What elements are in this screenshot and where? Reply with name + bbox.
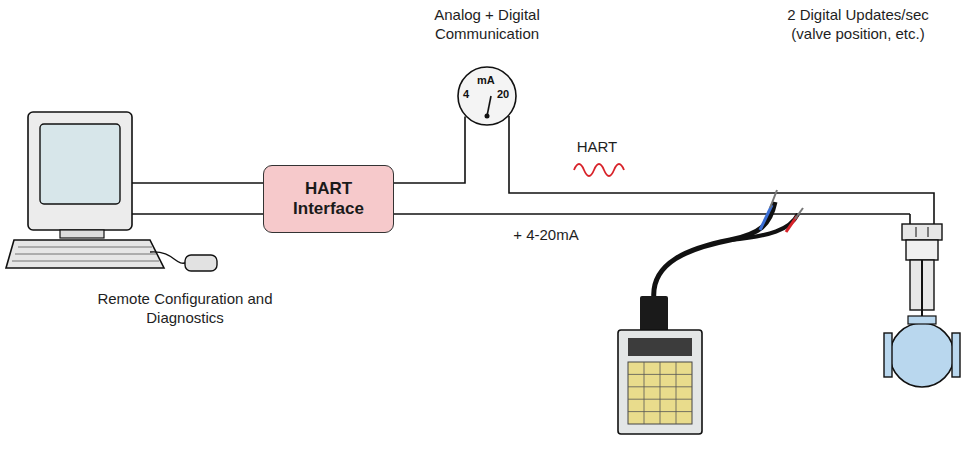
keypad-grid — [628, 362, 692, 424]
gauge-caption: Analog + Digital Communication — [417, 6, 557, 44]
update-note: 2 Digital Updates/sec (valve position, e… — [779, 6, 937, 44]
wire — [132, 116, 934, 226]
interface-box: HART Interface — [263, 165, 394, 233]
signal-name: + 4-20mA — [496, 226, 596, 245]
gauge-scale-text: 4 — [463, 88, 469, 100]
gauge-scale-text: 20 — [497, 88, 509, 100]
computer-caption: Remote Configuration and Diagnostics — [85, 290, 285, 328]
handheld-communicator — [618, 190, 803, 434]
current-gauge: 4 mA20 — [457, 66, 517, 126]
box-text: HART Interface — [264, 179, 393, 218]
computer — [6, 112, 217, 271]
gauge-scale-text: mA — [477, 74, 495, 86]
hart-signal-wave — [574, 164, 624, 176]
signal-name: HART — [562, 138, 632, 157]
wire-connector — [394, 116, 465, 183]
control-valve — [884, 224, 960, 387]
